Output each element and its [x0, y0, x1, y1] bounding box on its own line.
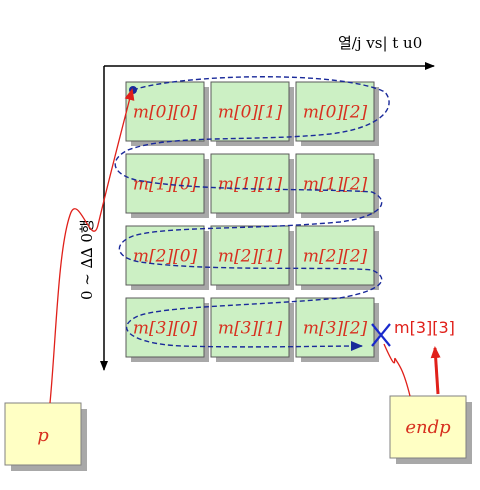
matrix-cell-label: m[0][0] [133, 103, 198, 123]
matrix-cell-2-0: m[2][0] [125, 225, 209, 290]
matrix-cell-3-1: m[3][1] [210, 297, 294, 362]
matrix-cell-label: m[3][1] [218, 319, 283, 339]
pointer-p-box: p [4, 402, 87, 471]
matrix-cell-0-0: m[0][0] [125, 81, 209, 146]
matrix-cell-2-1: m[2][1] [210, 225, 294, 290]
matrix-cell-0-1: m[0][1] [210, 81, 294, 146]
matrix-cell-1-2: m[1][2] [295, 153, 379, 218]
row-major-traversal-path [114, 76, 390, 352]
pointer-p-arrow [49, 88, 135, 404]
row-axis-label: 0 ~ ∆∆ 0행 [78, 219, 96, 300]
pointer-endp-arrow [383, 343, 411, 397]
matrix-cell-label: m[0][1] [218, 103, 283, 123]
matrix-cell-0-2: m[0][2] [295, 81, 379, 146]
pointer-p-label: p [37, 425, 49, 446]
matrix-cell-label: m[3][0] [133, 319, 198, 339]
matrix-cell-label: m[2][0] [133, 247, 198, 267]
pointer-endp-label: endp [405, 417, 451, 438]
matrix-cell-label: m[0][2] [303, 103, 368, 123]
out-of-bounds-label: m[3][3] [394, 318, 455, 337]
matrix-cells: m[0][0]m[0][1]m[0][2]m[1][0]m[1][1]m[1][… [125, 81, 379, 362]
pointer-endp-box: endp [389, 395, 472, 464]
endp-to-label-arrow [430, 346, 441, 395]
matrix-cell-1-1: m[1][1] [210, 153, 294, 218]
matrix-cell-3-2: m[3][2] [295, 297, 379, 362]
matrix-cell-label: m[2][2] [303, 247, 368, 267]
column-axis-label: 열/j vs| t u0 [338, 34, 422, 52]
matrix-cell-label: m[3][2] [303, 319, 368, 339]
matrix-cell-2-2: m[2][2] [295, 225, 379, 290]
traversal-start-dot [129, 86, 137, 94]
matrix-cell-label: m[1][1] [218, 175, 283, 195]
out-of-bounds-cross [371, 323, 391, 347]
matrix-cell-label: m[2][1] [218, 247, 283, 267]
